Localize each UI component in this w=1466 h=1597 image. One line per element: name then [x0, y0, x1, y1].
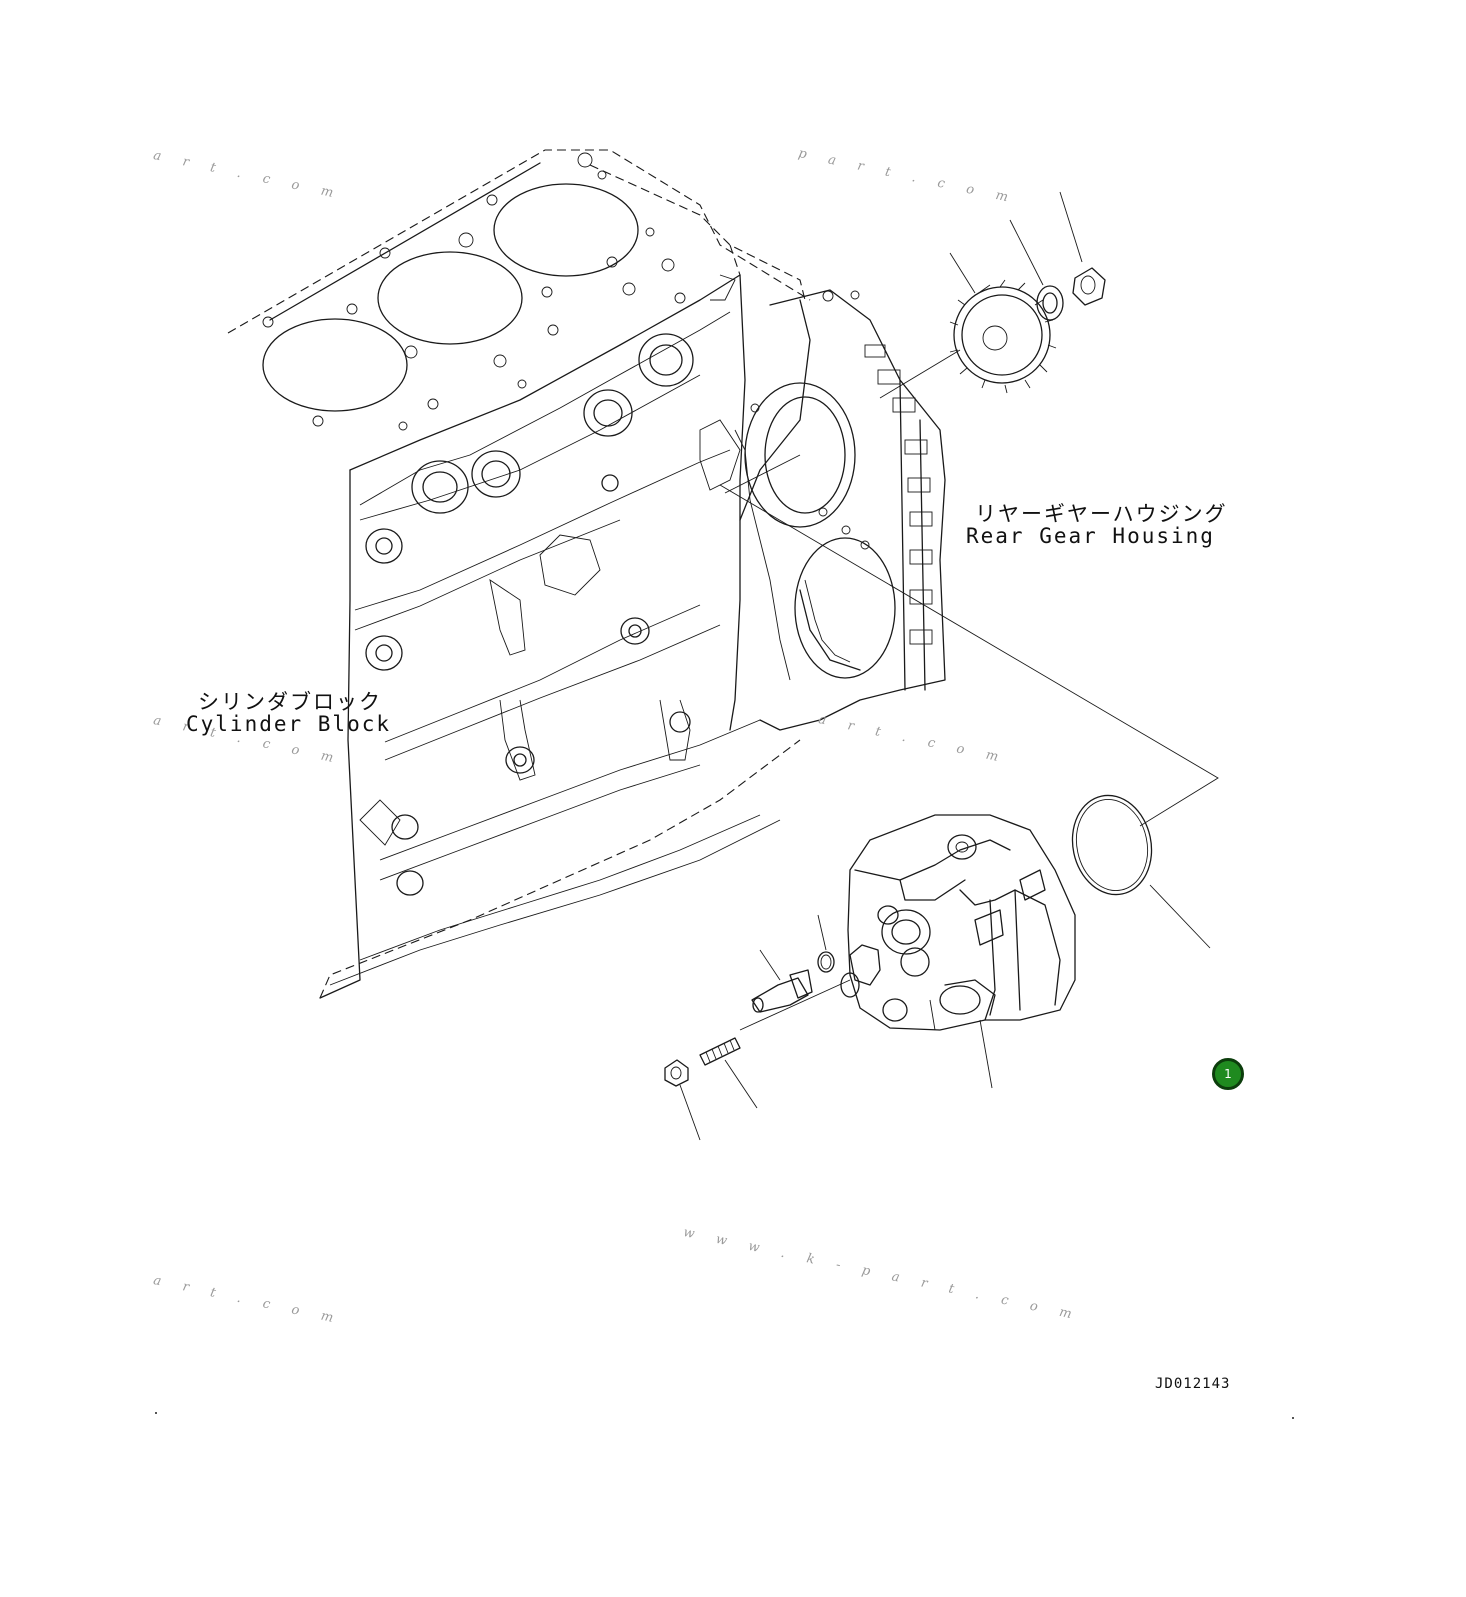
rear-gear-housing-label-en: Rear Gear Housing — [966, 524, 1215, 548]
corner-mark — [155, 1412, 157, 1414]
nut — [1072, 267, 1106, 306]
cylinder-block-label-en: Cylinder Block — [186, 712, 392, 736]
cylinder-block — [227, 149, 811, 999]
o-ring — [1071, 794, 1153, 896]
small-o-ring — [817, 951, 835, 973]
washer — [1036, 285, 1064, 321]
pump-drive-gear — [949, 279, 1057, 394]
stud-bolt — [699, 1037, 741, 1066]
rear-gear-housing — [699, 289, 946, 731]
flange-nut — [664, 1059, 689, 1087]
fitting — [751, 969, 813, 1013]
callout-number: 1 — [1224, 1067, 1232, 1081]
cylinder-block-label-jp: シリンダブロック — [198, 690, 382, 714]
part-callout-1[interactable]: 1 — [1212, 1058, 1244, 1090]
corner-mark — [1292, 1417, 1294, 1419]
fuel-supply-pump — [840, 814, 1076, 1031]
leader-lines — [679, 191, 1219, 1141]
rear-gear-housing-label-jp: リヤーギヤーハウジング — [975, 502, 1228, 526]
drawing-code: JD012143 — [1155, 1376, 1231, 1392]
